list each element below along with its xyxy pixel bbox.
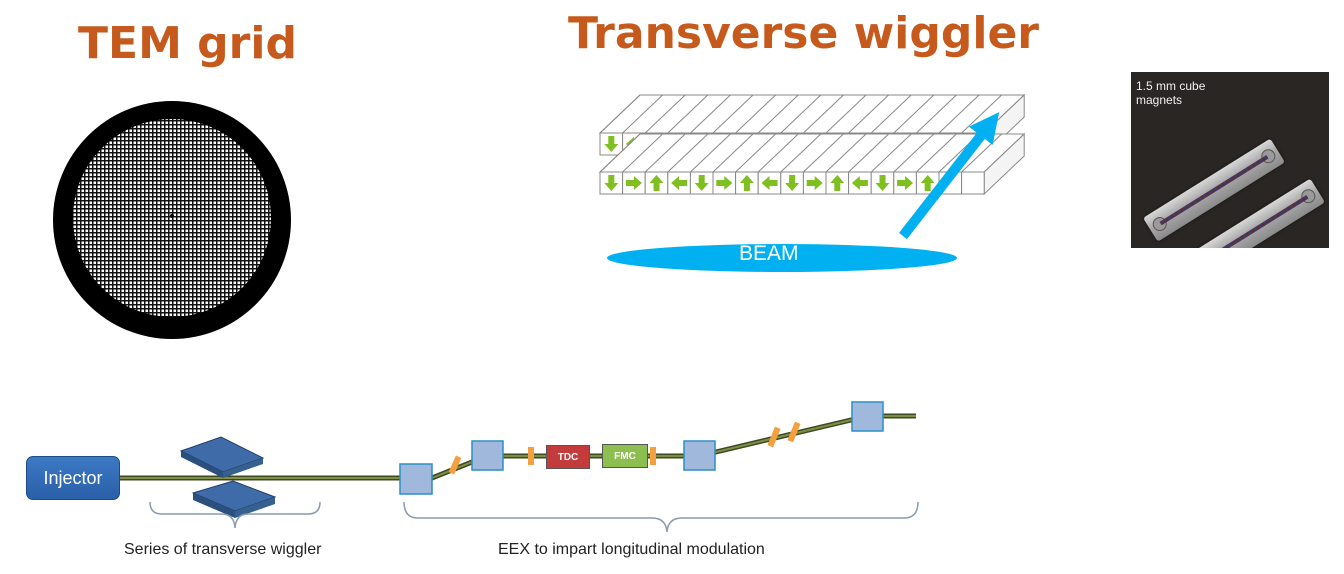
eex-section-brace [403, 501, 919, 533]
eex-section-label: EEX to impart longitudinal modulation [498, 541, 765, 558]
beamline-wiggler-bottom [191, 480, 277, 518]
magnetization-arrow-up [920, 175, 935, 191]
magnetization-arrow-right [716, 176, 733, 190]
dipole-1 [399, 463, 433, 495]
wiggler-magnet-array [598, 93, 1026, 196]
magnetization-arrow-down [694, 175, 709, 191]
beam-label: BEAM [739, 242, 799, 265]
beam-ellipse [607, 244, 957, 272]
dipole-2 [471, 440, 504, 471]
photo-caption: 1.5 mm cube magnets [1136, 79, 1206, 107]
magnetization-arrow-down [604, 175, 619, 191]
wiggler-section-label: Series of transverse wiggler [124, 541, 322, 558]
quadrupoles [448, 421, 801, 475]
magnetization-arrow-left [671, 176, 688, 190]
dipole-3 [683, 440, 716, 471]
wiggler-section-brace [149, 501, 321, 529]
tdc-block: TDC [546, 445, 590, 469]
wiggler-title: Transverse wiggler [568, 8, 1040, 59]
magnetization-arrow-down [604, 136, 619, 152]
magnetization-arrow-up [830, 175, 845, 191]
magnetization-arrow-up [739, 175, 754, 191]
magnet-photo: 1.5 mm cube magnets [1131, 72, 1329, 248]
magnetization-arrow-down [875, 175, 890, 191]
magnet-cell [961, 171, 985, 195]
dipole-4 [851, 401, 884, 432]
magnetization-arrow-up [649, 175, 664, 191]
fmc-block: FMC [602, 444, 648, 468]
magnetization-arrow-left [761, 176, 778, 190]
magnetization-arrow-right [897, 176, 914, 190]
beam-direction-arrow [899, 112, 1000, 240]
magnetization-arrow-left [851, 176, 868, 190]
beamline-wiggler-top [179, 436, 265, 478]
injector-block: Injector [26, 456, 120, 500]
tem-grid-title: TEM grid [78, 18, 297, 69]
magnetization-arrow-right [806, 176, 823, 190]
magnetization-arrow-down [785, 175, 800, 191]
tem-grid [53, 101, 291, 339]
magnetization-arrow-right [625, 176, 642, 190]
